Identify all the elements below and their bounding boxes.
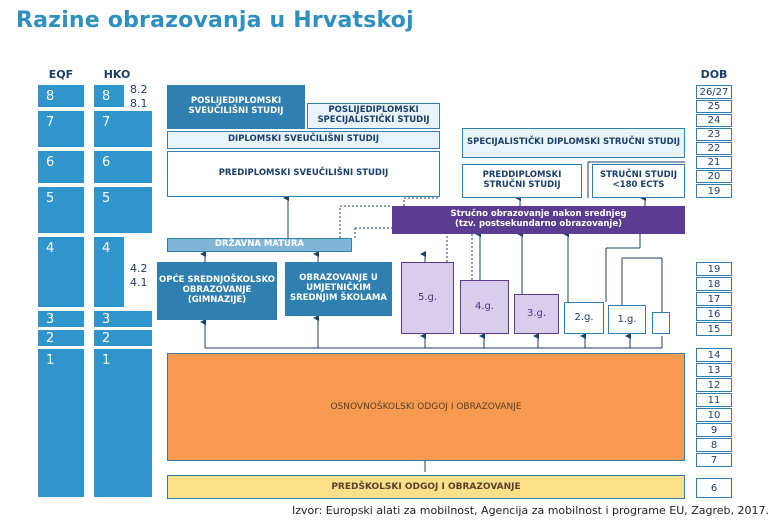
specialist-professional-box: SPECIJALISTIČKI DIPLOMSKI STRUČNI STUDIJ	[462, 128, 685, 158]
hko-level-8: 8	[94, 85, 124, 107]
vocational-2-years-box: 2.g.	[564, 302, 604, 334]
hko-header: HKO	[103, 68, 131, 81]
vocational-3-years-box: 3.g.	[514, 294, 559, 334]
age-24: 24	[696, 114, 732, 127]
age-16: 16	[696, 307, 732, 321]
post-secondary-subtitle: (tzv. postsekundarno obrazovanje)	[455, 219, 622, 229]
post-secondary-title: Stručno obrazovanje nakon srednjeg	[450, 209, 627, 220]
age-19: 19	[696, 262, 732, 276]
preschool-education-box: PREDŠKOLSKI ODGOJ I OBRAZOVANJE	[167, 475, 685, 499]
hko-sublevel-4-2: 4.2	[130, 262, 148, 275]
hko-level-5: 5	[94, 187, 152, 233]
eqf-level-2: 2	[38, 330, 84, 346]
age-26-27: 26/27	[696, 85, 732, 99]
hko-level-1: 1	[94, 349, 152, 497]
age-14: 14	[696, 348, 732, 362]
postgrad-specialist-box: POSLIJEDIPLOMSKI SPECIJALISTIČKI STUDIJ	[307, 103, 440, 129]
vocational-short-box	[652, 312, 670, 334]
age-23: 23	[696, 128, 732, 141]
hko-level-3: 3	[94, 311, 152, 327]
age-18: 18	[696, 277, 732, 291]
post-secondary-vocational-box: Stručno obrazovanje nakon srednjeg (tzv.…	[392, 206, 685, 234]
hko-level-4: 4	[94, 237, 124, 307]
hko-level-6: 6	[94, 151, 152, 183]
age-20: 20	[696, 170, 732, 183]
age-6: 6	[696, 478, 732, 498]
eqf-header: EQF	[48, 68, 74, 81]
eqf-level-7: 7	[38, 111, 84, 147]
eqf-level-5: 5	[38, 187, 84, 233]
hko-sublevel-8-1: 8.1	[130, 97, 148, 110]
graduate-university-box: DIPLOMSKI SVEUČILIŠNI STUDIJ	[167, 131, 440, 149]
hko-level-2: 2	[94, 330, 152, 346]
age-13: 13	[696, 363, 732, 377]
state-matura-box: DRŽAVNA MATURA	[167, 238, 352, 252]
age-21: 21	[696, 156, 732, 169]
eqf-level-8: 8	[38, 85, 84, 107]
age-25: 25	[696, 100, 732, 113]
age-17: 17	[696, 292, 732, 306]
vocational-1-year-box: 1.g.	[608, 305, 646, 334]
primary-education-box: OSNOVNOŠKOLSKI ODGOJ I OBRAZOVANJE	[167, 353, 685, 461]
dob-header: DOB	[700, 68, 728, 81]
age-10: 10	[696, 408, 732, 422]
art-schools-box: OBRAZOVANJE U UMJETNIČKIM SREDNJIM ŠKOLA…	[285, 262, 392, 316]
age-12: 12	[696, 378, 732, 392]
age-9: 9	[696, 423, 732, 437]
undergraduate-university-box: PREDIPLOMSKI SVEUČILIŠNI STUDIJ	[167, 151, 440, 197]
eqf-level-3: 3	[38, 311, 84, 327]
eqf-level-4: 4	[38, 237, 84, 307]
vocational-5-years-box: 5.g.	[401, 262, 454, 334]
hko-sublevel-4-1: 4.1	[130, 276, 148, 289]
age-11: 11	[696, 393, 732, 407]
professional-study-box: STRUČNI STUDIJ <180 ECTS	[592, 164, 685, 198]
vocational-4-years-box: 4.g.	[460, 280, 509, 334]
gymnasium-box: OPĆE SREDNJOŠKOLSKO OBRAZOVANJE (GIMNAZI…	[157, 262, 277, 320]
age-8: 8	[696, 438, 732, 452]
age-22: 22	[696, 142, 732, 155]
eqf-level-6: 6	[38, 151, 84, 183]
age-7: 7	[696, 453, 732, 467]
hko-sublevel-8-2: 8.2	[130, 83, 148, 96]
undergraduate-professional-box: PREDDIPLOMSKI STRUČNI STUDIJ	[462, 164, 582, 198]
source-note: Izvor: Europski alati za mobilnost, Agen…	[292, 504, 770, 517]
age-15: 15	[696, 322, 732, 336]
postgrad-university-box: POSLIJEDIPLOMSKI SVEUČILIŠNI STUDIJ	[167, 85, 305, 129]
hko-level-7: 7	[94, 111, 152, 147]
eqf-level-1: 1	[38, 349, 84, 497]
age-19-upper: 19	[696, 184, 732, 198]
page-title: Razine obrazovanja u Hrvatskoj	[16, 8, 414, 33]
